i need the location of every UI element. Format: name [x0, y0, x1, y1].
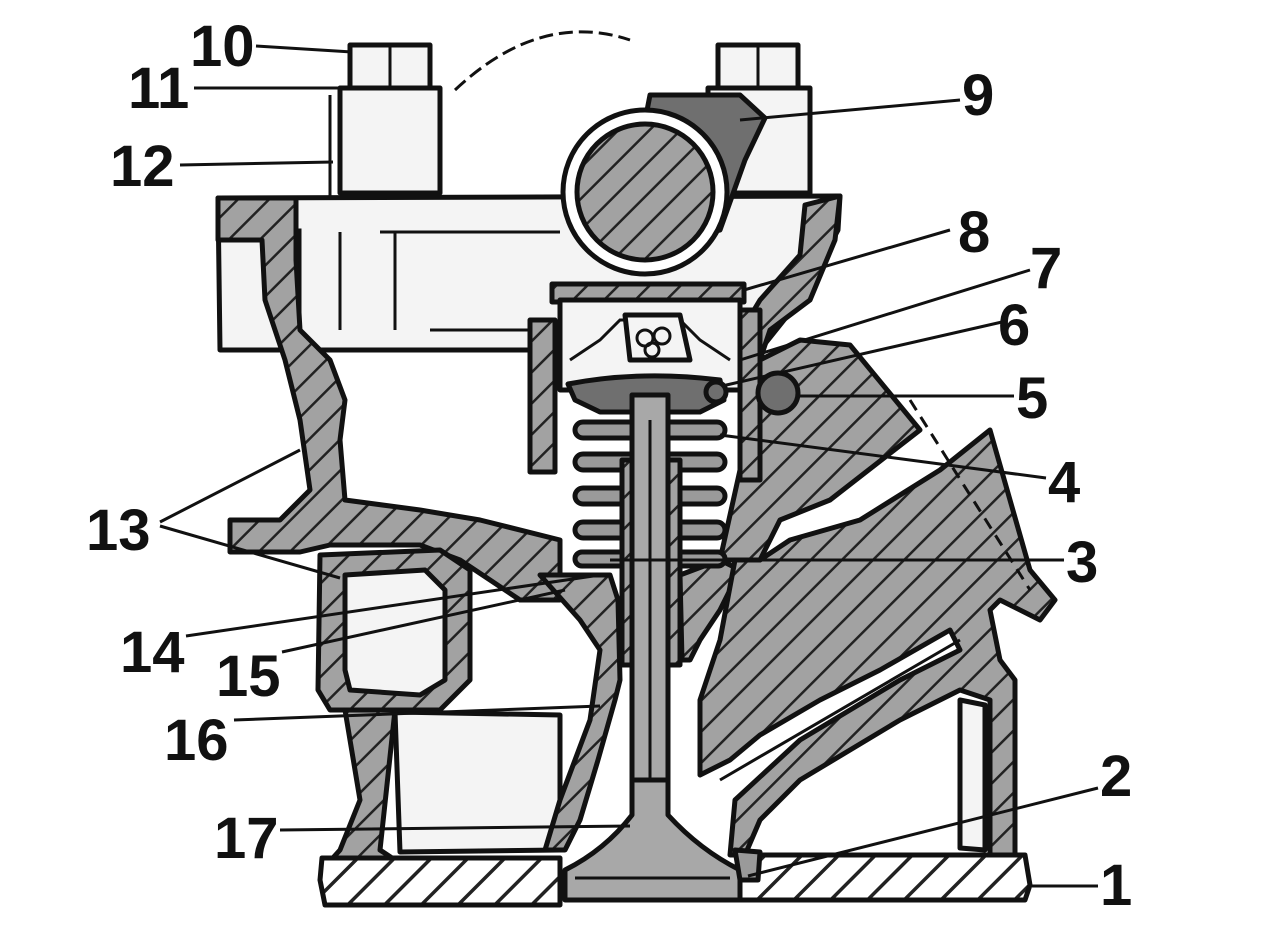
callout-6: 6	[998, 293, 1030, 358]
callout-17: 17	[214, 806, 279, 871]
callout-4: 4	[1048, 450, 1080, 515]
callout-9: 9	[962, 63, 994, 128]
camshaft	[560, 92, 768, 277]
dashed-reference-line	[908, 399, 1032, 591]
callout-15: 15	[216, 644, 281, 709]
callout-labels: 1 2 3 4 5 6 7 8 9 10 11 12 13 14 15 16 1…	[86, 14, 1132, 918]
head-leg-left	[319, 707, 403, 883]
callout-3: 3	[1066, 530, 1098, 595]
water-jacket-left	[315, 547, 473, 713]
exhaust-port	[697, 427, 1058, 858]
callout-12: 12	[110, 134, 175, 199]
callout-5: 5	[1016, 366, 1048, 431]
inner-wall-light	[392, 709, 563, 855]
valve-seat	[732, 847, 763, 883]
cam-cover-arc	[453, 30, 631, 92]
callout-8: 8	[958, 200, 990, 265]
bolt-head-left	[328, 42, 443, 200]
callout-13: 13	[86, 498, 151, 563]
valve	[562, 392, 743, 903]
head-casting-left	[215, 195, 563, 603]
callout-16: 16	[164, 708, 229, 773]
o-ring	[755, 370, 801, 416]
callout-11: 11	[128, 56, 189, 121]
callout-14: 14	[120, 620, 185, 685]
callout-1: 1	[1100, 853, 1132, 918]
callout-7: 7	[1030, 236, 1062, 301]
callout-2: 2	[1100, 744, 1132, 809]
callout-10: 10	[190, 14, 255, 79]
leader-lines	[159, 44, 1099, 888]
